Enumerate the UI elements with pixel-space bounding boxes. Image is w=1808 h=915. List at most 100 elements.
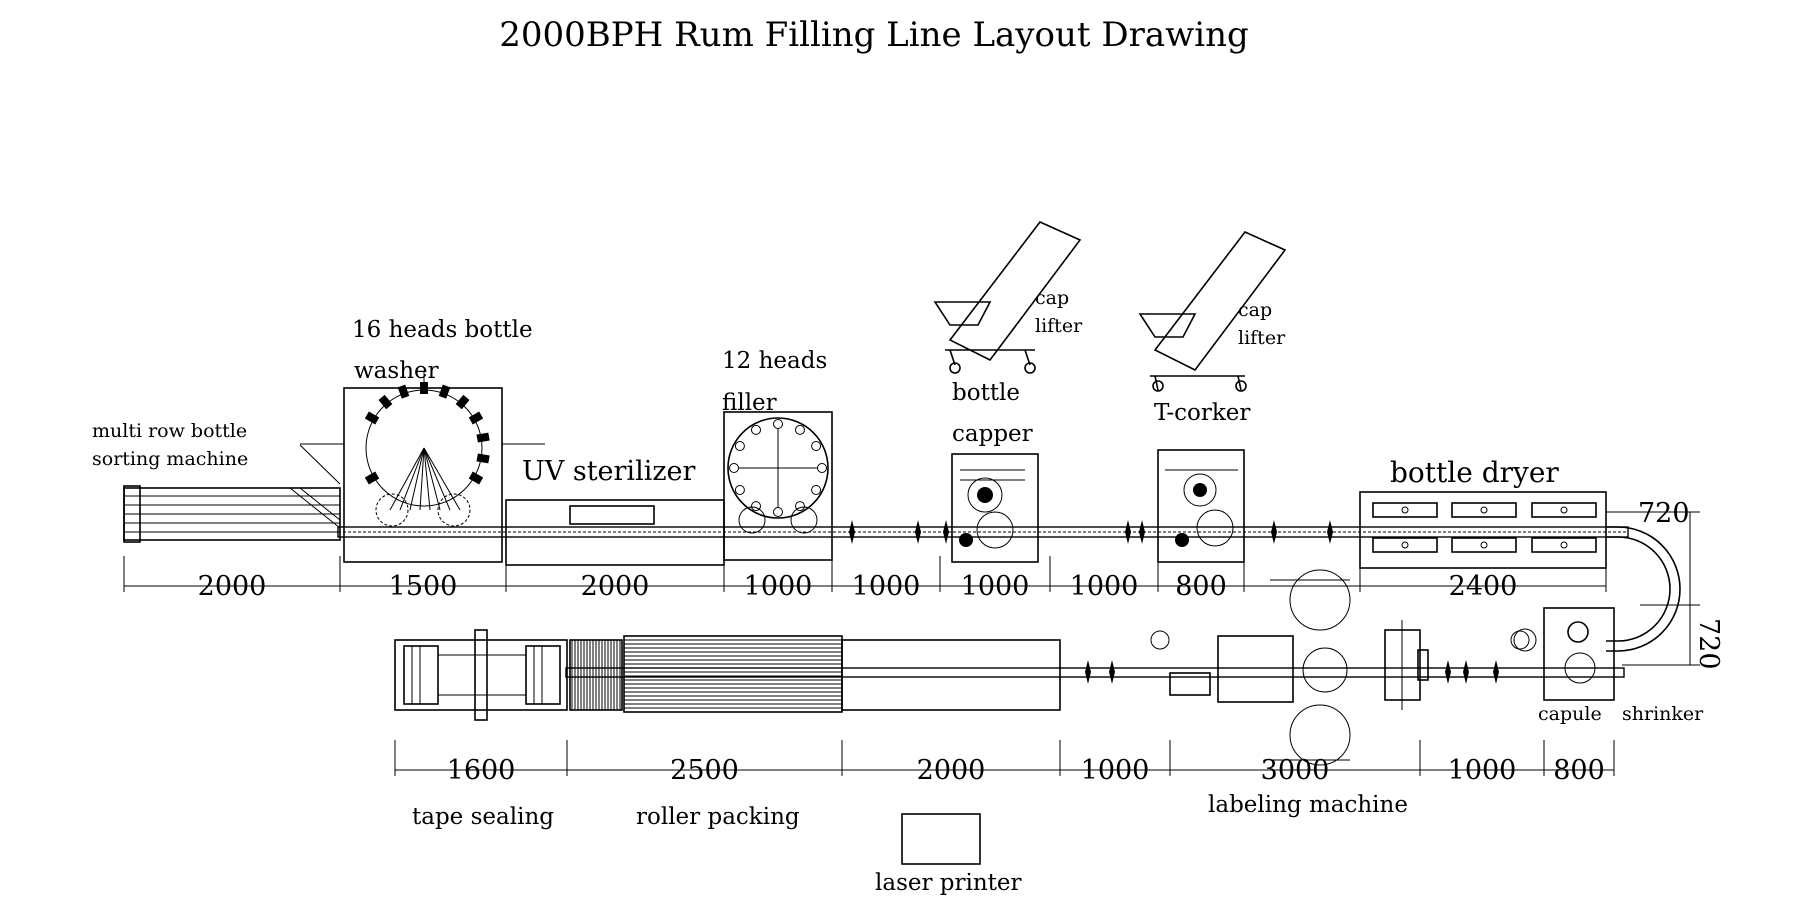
corker-label: T-corker [1154, 400, 1250, 426]
filler-label-1: 12 heads [722, 348, 827, 374]
conveyor-marker [943, 520, 949, 544]
filler-head-icon [811, 441, 822, 451]
cap-lifter-2-label-1: cap [1238, 299, 1272, 321]
labeler-label: labeling machine [1208, 792, 1408, 818]
dryer-nozzle-dot [1480, 541, 1488, 549]
dryer-nozzle [1372, 502, 1438, 518]
bottle-washer [300, 372, 545, 563]
conveyor-marker [1445, 660, 1451, 684]
dryer-nozzle [1451, 537, 1517, 553]
top-conveyor [337, 526, 1629, 538]
sorter-label-2: sorting machine [92, 448, 248, 470]
dim-turn-vertical: 720 [1693, 618, 1724, 670]
conveyor-marker [849, 520, 855, 544]
t-corker [1157, 449, 1245, 563]
dim-bottom-6: 800 [1553, 755, 1605, 786]
filler-head-icon [795, 424, 805, 435]
filler-head-icon [795, 501, 805, 512]
washer-spray-line [423, 447, 451, 511]
washer-spray-line [423, 447, 461, 511]
dim-top-3: 1000 [744, 571, 813, 602]
conveyor-markers-top [849, 520, 1333, 544]
dim-bottom-3: 1000 [1081, 755, 1150, 786]
capper-label-1: bottle [952, 380, 1020, 406]
laser-label: laser printer [875, 870, 1022, 896]
dim-bottom-5: 1000 [1448, 755, 1517, 786]
conveyor-marker [1109, 660, 1115, 684]
conveyor-marker [915, 520, 921, 544]
filler-label-2: filler [722, 390, 777, 416]
labeling-machine [1150, 569, 1530, 766]
dimensions-bottom: 1600 2500 2000 1000 3000 1000 800 [394, 740, 1615, 786]
conveyor-marker [1271, 520, 1277, 544]
shrinker-label-1: capule [1538, 703, 1602, 725]
washer-label-2: washer [354, 358, 439, 384]
conveyor-marker [1125, 520, 1131, 544]
filler-head-icon [773, 507, 783, 517]
conveyor-marker [1327, 520, 1333, 544]
dryer-nozzle [1451, 502, 1517, 518]
washer-head-icon [468, 471, 484, 485]
dimension-turn: 720 720 [1606, 498, 1724, 670]
dryer-nozzle-dot [1401, 506, 1409, 514]
conveyor-marker [1493, 660, 1499, 684]
dim-top-5: 1000 [961, 571, 1030, 602]
washer-head-icon [378, 394, 393, 410]
bottom-conveyor [565, 667, 1625, 678]
cap-lifter-1-label-2: lifter [1035, 315, 1083, 337]
roller-packing [569, 635, 1061, 713]
filler-head-icon [751, 501, 761, 512]
tape-sealing [394, 629, 568, 721]
cap-lifter-1-label-1: cap [1035, 287, 1069, 309]
dim-bottom-4: 3000 [1261, 755, 1330, 786]
conveyor-marker [1139, 520, 1145, 544]
dryer-nozzle-dot [1480, 506, 1488, 514]
washer-head-icon [364, 411, 380, 425]
capper-label-2: capper [952, 421, 1033, 447]
capule-shrinker [1513, 607, 1615, 701]
washer-head-icon [468, 411, 484, 425]
washer-label-1: 16 heads bottle [352, 317, 533, 343]
conveyor-marker [1463, 660, 1469, 684]
dryer-nozzle [1531, 502, 1597, 518]
sorter-leader [299, 444, 341, 485]
washer-head-icon [397, 384, 410, 399]
washer-spray-line [423, 447, 441, 511]
dim-bottom-0: 1600 [447, 755, 516, 786]
washer-spray-line [419, 447, 425, 511]
filler-head-icon [734, 485, 745, 495]
tape-label: tape sealing [412, 804, 554, 830]
conveyor-markers-bottom [1085, 660, 1499, 684]
washer-head-icon [476, 453, 490, 464]
dryer-nozzle [1372, 537, 1438, 553]
washer-spray-line [389, 447, 425, 511]
filler-head-icon [734, 441, 745, 451]
filler-head-icon [751, 424, 761, 435]
filler-head-icon [729, 463, 739, 473]
dim-top-1: 1500 [389, 571, 458, 602]
dryer-nozzle-dot [1401, 541, 1409, 549]
washer-spray-line [399, 447, 425, 511]
dim-top-2: 2000 [581, 571, 650, 602]
washer-head-icon [455, 394, 470, 410]
washer-head-icon [476, 432, 490, 443]
washer-spray-line [409, 447, 425, 511]
filler-head-icon [811, 485, 822, 495]
washer-spray-line [423, 447, 431, 511]
washer-head-icon [438, 384, 451, 399]
dryer-nozzle-dot [1560, 506, 1568, 514]
bottle-dryer [1359, 491, 1607, 569]
filler-head-icon [773, 419, 783, 429]
sorting-machine [123, 485, 341, 543]
laser-printer-box [901, 813, 981, 865]
dim-bottom-1: 2500 [670, 755, 739, 786]
filler [723, 411, 833, 561]
cap-lifter-1 [933, 221, 1082, 374]
dryer-label: bottle dryer [1390, 456, 1559, 489]
dim-top-7: 800 [1175, 571, 1227, 602]
dim-bottom-2: 2000 [917, 755, 986, 786]
dryer-nozzle [1531, 537, 1597, 553]
washer-head-icon [364, 471, 380, 485]
